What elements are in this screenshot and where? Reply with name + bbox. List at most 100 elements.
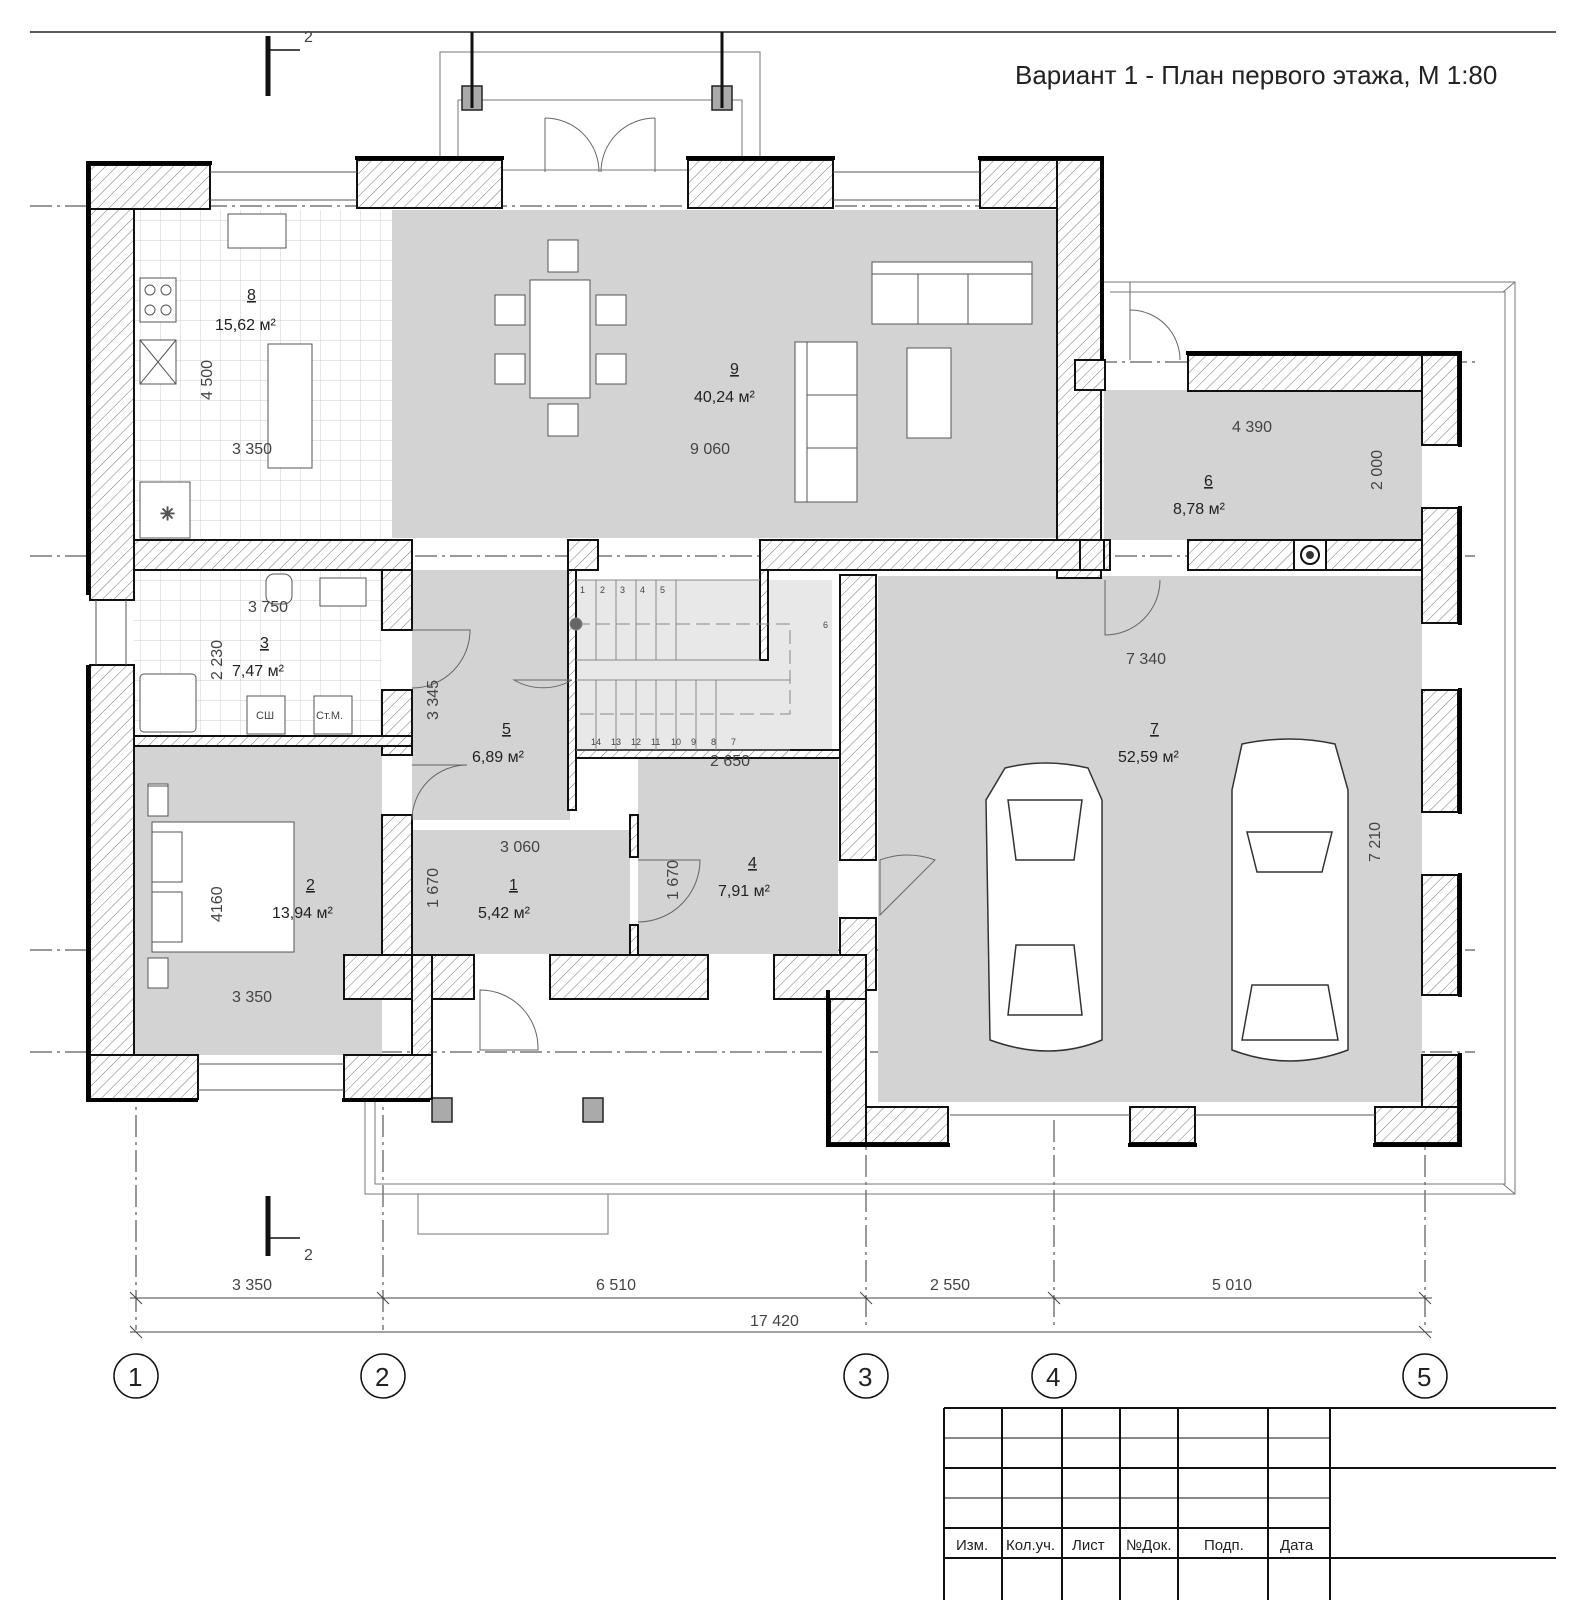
- wall-4-1-lower: [629, 924, 639, 956]
- svg-text:3 350: 3 350: [232, 441, 272, 458]
- wall-top-mid2: [687, 159, 834, 209]
- svg-text:2 230: 2 230: [209, 640, 226, 680]
- room-8-area: 15,62 м²: [215, 317, 276, 334]
- svg-text:9 060: 9 060: [690, 441, 730, 458]
- svg-text:3: 3: [620, 585, 625, 595]
- svg-text:14: 14: [591, 737, 601, 747]
- dim-bottom-3: 2 550: [930, 1277, 970, 1294]
- furniture: ✳: [139, 213, 1033, 989]
- wall-house-garage: [839, 574, 877, 861]
- svg-text:10: 10: [671, 737, 681, 747]
- wall-garage-bottom-1: [1374, 1106, 1459, 1144]
- room-stair-floor: [570, 580, 832, 750]
- bath-sink: [319, 577, 367, 607]
- svg-text:8: 8: [711, 737, 716, 747]
- svg-text:1 670: 1 670: [425, 868, 442, 908]
- room-4-area: 7,91 м²: [718, 883, 771, 900]
- kitchen-island: [267, 343, 313, 469]
- axis-1-label: 1: [128, 1362, 142, 1392]
- dim-bottom-2: 6 510: [596, 1277, 636, 1294]
- svg-text:7 340: 7 340: [1126, 651, 1166, 668]
- room-5-number: 5: [502, 721, 511, 738]
- svg-text:3 345: 3 345: [425, 680, 442, 720]
- wall-bottom-mid: [343, 1054, 433, 1100]
- room-7-number: 7: [1150, 721, 1159, 738]
- stamp-header-izm: Изм.: [956, 1537, 988, 1554]
- room-8-number: 8: [247, 287, 256, 304]
- boiler: [1293, 539, 1327, 571]
- wall-garage-right-4: [1421, 874, 1459, 996]
- wall-front-right: [773, 954, 867, 1000]
- room-3-area: 7,47 м²: [232, 663, 285, 680]
- svg-text:7: 7: [731, 737, 736, 747]
- wall-living-stair-post: [567, 539, 599, 571]
- section-mark-bottom: 2: [265, 1196, 313, 1264]
- room-5-area: 6,89 м²: [472, 749, 525, 766]
- svg-text:6: 6: [823, 620, 828, 630]
- doors: [411, 117, 1181, 1051]
- dim-total: 17 420: [750, 1313, 799, 1330]
- wall-bottom-left: [89, 1054, 199, 1100]
- room-9-number: 9: [730, 361, 739, 378]
- shower-box: [246, 695, 286, 735]
- axis-1-circle: [113, 1353, 159, 1399]
- wall-stair-bottom: [569, 749, 841, 759]
- svg-text:1: 1: [580, 585, 585, 595]
- axis-4-label: 4: [1046, 1362, 1060, 1392]
- outer-contour: [86, 156, 1462, 1147]
- wall-bath-corridor: [381, 569, 413, 631]
- wall-garage-right-2: [1421, 507, 1459, 624]
- wall-bath-bed: [133, 735, 413, 747]
- nightstand-2: [147, 957, 169, 989]
- washer-box: [313, 695, 353, 735]
- svg-text:3 060: 3 060: [500, 839, 540, 856]
- stamp-header-ndok: №Док.: [1126, 1537, 1172, 1554]
- wall-garage-right-1: [1421, 354, 1459, 446]
- axis-5-label: 5: [1417, 1362, 1431, 1392]
- svg-text:2 000: 2 000: [1369, 450, 1386, 490]
- car-right: [1231, 738, 1349, 1062]
- svg-text:4: 4: [640, 585, 645, 595]
- kitchen-stove: [139, 277, 177, 323]
- stamp-header-podp: Подп.: [1204, 1537, 1244, 1554]
- wall-top-mid1: [356, 159, 503, 209]
- wall-left-upper: [89, 164, 135, 601]
- room-4-floor: [638, 754, 838, 954]
- stamp-header-list: Лист: [1072, 1537, 1105, 1554]
- room-5-floor: [412, 570, 570, 820]
- fixture-label-shower: СШ: [256, 710, 274, 722]
- svg-text:4160: 4160: [209, 886, 226, 922]
- axis-markers: [113, 1353, 1448, 1399]
- porch-outlines: [364, 51, 1516, 1235]
- stairs: [569, 579, 791, 751]
- stair-step-numbers: 1 2 3 4 5 6 14 13 12 11 10 9 8 7: [580, 585, 828, 747]
- svg-text:4 500: 4 500: [199, 360, 216, 400]
- wall-garage-top: [1187, 354, 1459, 392]
- wall-garage-right-3: [1421, 689, 1459, 813]
- stamp-header-koluch: Кол.уч.: [1006, 1537, 1055, 1554]
- axis-2-circle: [360, 1353, 406, 1399]
- svg-text:7 210: 7 210: [1367, 822, 1384, 862]
- svg-text:2 650: 2 650: [710, 753, 750, 770]
- svg-text:5: 5: [660, 585, 665, 595]
- sofa-1: [871, 261, 1033, 325]
- svg-text:3 350: 3 350: [232, 989, 272, 1006]
- room-1-number: 1: [509, 877, 518, 894]
- fixture-label-washer: Ст.М.: [316, 710, 343, 722]
- wall-left-lower: [89, 664, 135, 1098]
- wall-4-1: [629, 814, 639, 858]
- car-left: [985, 762, 1103, 1052]
- wall-front-left: [343, 954, 475, 1000]
- svg-text:13: 13: [611, 737, 621, 747]
- svg-text:1 670: 1 670: [665, 860, 682, 900]
- section-mark-top: 2: [265, 29, 313, 96]
- svg-text:✳: ✳: [160, 504, 175, 524]
- kitchen-sink: [227, 213, 287, 249]
- wall-front-mid: [549, 954, 709, 1000]
- wall-garage-bottom-2: [1129, 1106, 1196, 1144]
- room-labels: 8 15,62 м² 9 40,24 м² 6 8,78 м² 3 7,47 м…: [215, 287, 1226, 922]
- wall-boiler-2: [1079, 539, 1105, 571]
- wall-boiler: [1074, 359, 1106, 391]
- inner-dimensions: 4 500 3 350 9 060 4 390 2 000 3 750 2 23…: [199, 360, 1386, 1006]
